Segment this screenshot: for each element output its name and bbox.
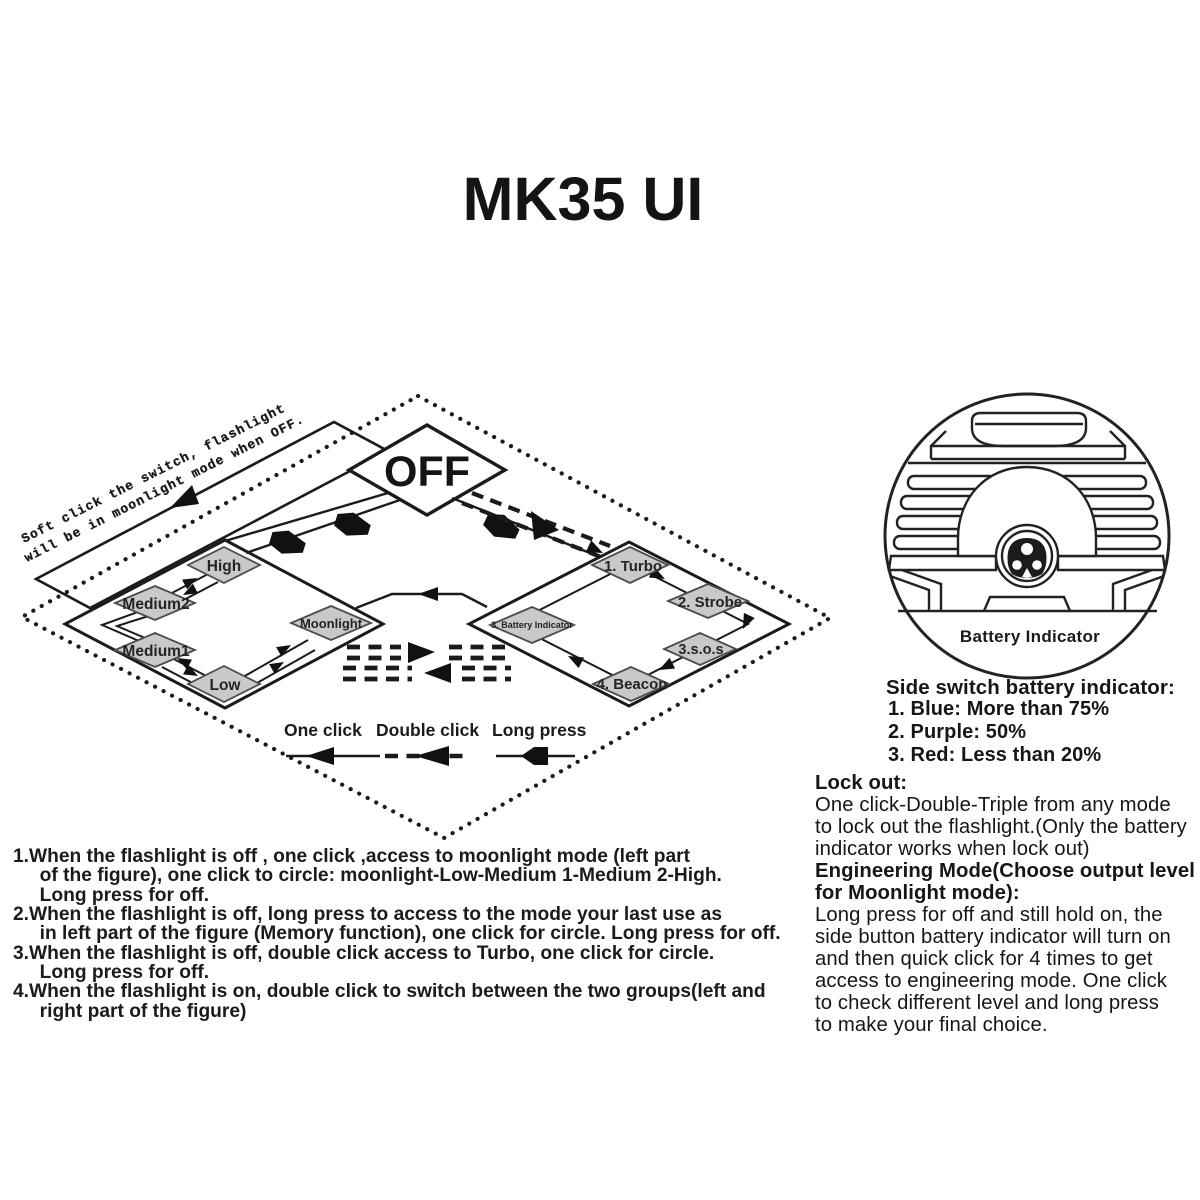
svg-text:Low: Low [210, 677, 242, 694]
svg-text:will be in moonlight mode when: will be in moonlight mode when OFF. [22, 412, 307, 566]
svg-text:One click: One click [284, 720, 362, 740]
svg-text:OFF: OFF [384, 448, 470, 496]
svg-text:Battery Indicator: Battery Indicator [960, 627, 1100, 646]
svg-text:Long press: Long press [492, 720, 587, 740]
svg-text:Double click: Double click [376, 720, 479, 740]
svg-text:3. Battery Indicator: 3. Battery Indicator [491, 620, 573, 630]
svg-text:High: High [207, 558, 241, 575]
svg-text:3.s.o.s: 3.s.o.s [678, 642, 723, 658]
svg-text:Medium2: Medium2 [122, 596, 189, 613]
svg-text:Moonlight: Moonlight [300, 616, 363, 631]
svg-text:4. Beacon: 4. Beacon [597, 676, 668, 693]
svg-text:2. Strobe: 2. Strobe [678, 594, 742, 611]
svg-text:Medium1: Medium1 [122, 643, 190, 660]
svg-text:1. Turbo: 1. Turbo [604, 558, 662, 575]
